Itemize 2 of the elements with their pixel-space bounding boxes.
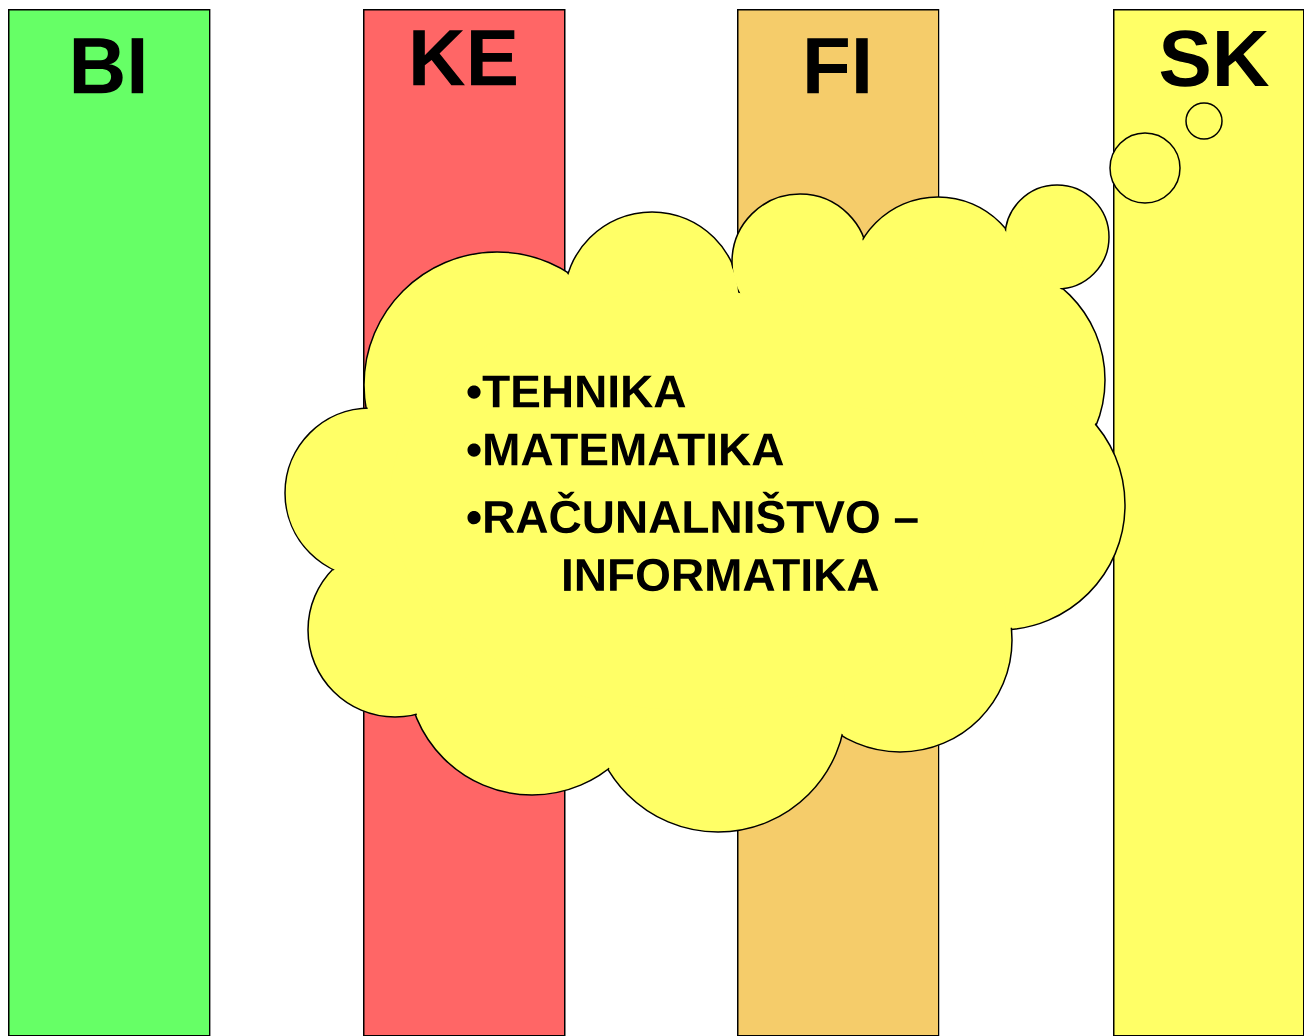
column-bar: BI (8, 9, 211, 1036)
thought-cloud: •TEHNIKA •MATEMATIKA •RAČUNALNIŠTVO – INFORMATIKA (284, 102, 1223, 833)
